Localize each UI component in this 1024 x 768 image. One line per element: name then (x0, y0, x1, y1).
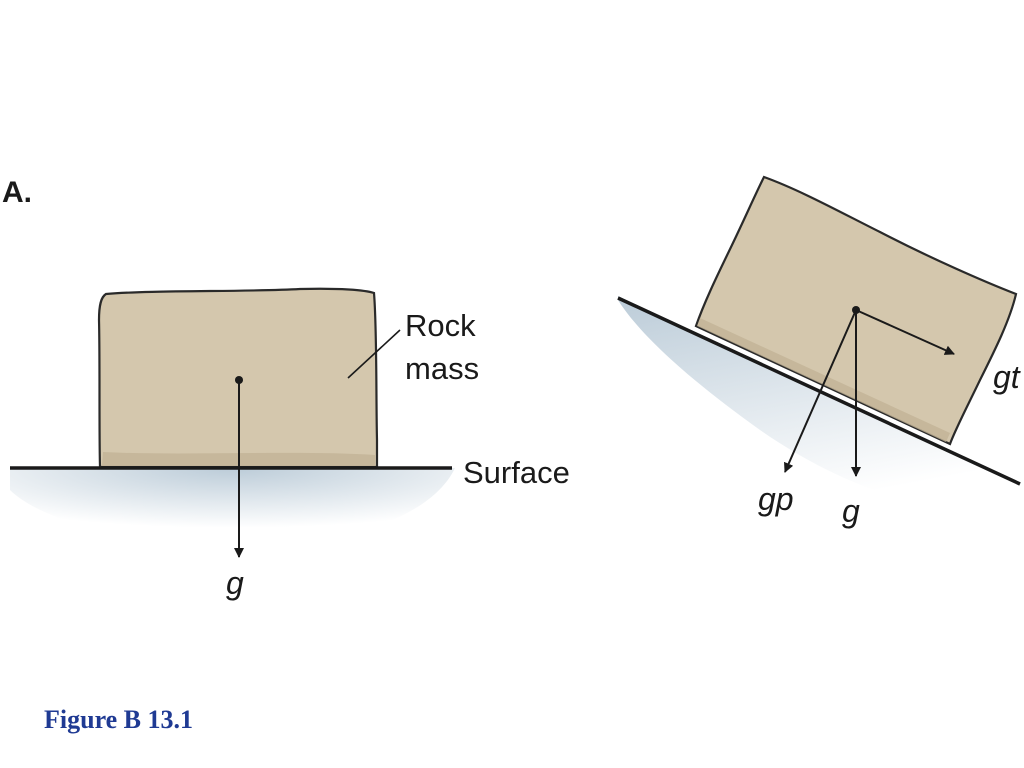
rock-label-line2: mass (405, 351, 479, 386)
flat-ground-shadow (10, 468, 455, 548)
slope-surface-line (617, 296, 1021, 486)
gp-arrow (784, 309, 857, 473)
slope-group: gp g gt (617, 175, 1024, 529)
surface-label: Surface (463, 455, 570, 490)
gravity-label-slope: g (842, 493, 860, 529)
gravity-label-flat: g (226, 565, 244, 601)
rock-label-line1: Rock (405, 308, 476, 343)
flat-surface-group: Rock mass Surface g (10, 287, 570, 601)
rock-slope-base-shading (697, 318, 950, 442)
gp-label: gp (758, 481, 794, 517)
gt-arrow (855, 309, 955, 355)
slope-ground-shadow (618, 296, 1024, 513)
gt-label: gt (993, 359, 1021, 395)
rock-mass-leader-line (347, 329, 401, 379)
figure-caption: Figure B 13.1 (44, 705, 194, 734)
panel-label: A. (2, 176, 32, 209)
